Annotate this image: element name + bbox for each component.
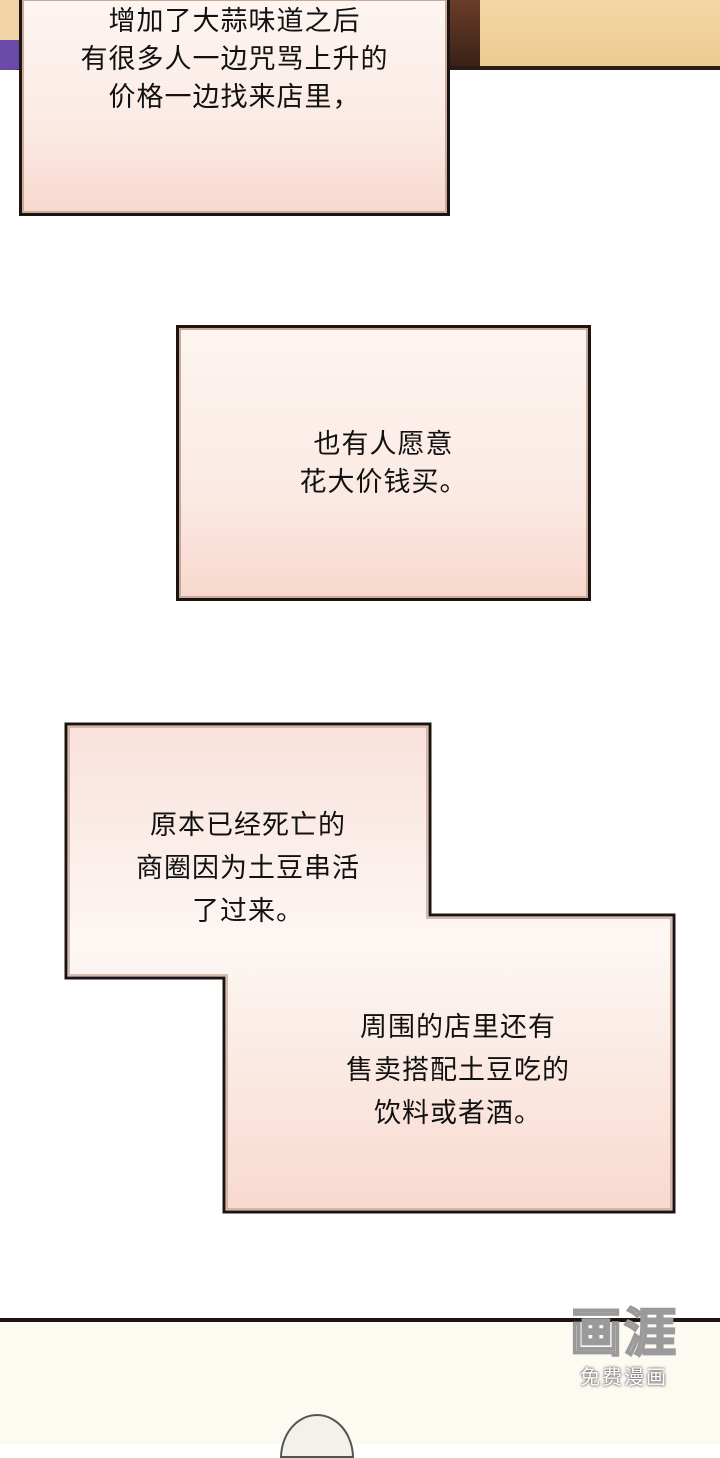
- caption-line: 有很多人一边咒骂上升的: [80, 44, 389, 75]
- caption-line: 了过来。: [192, 896, 304, 927]
- caption-text-lower: 周围的店里还有 售卖搭配土豆吃的 饮料或者酒。: [242, 1006, 674, 1135]
- caption-line: 周围的店里还有: [360, 1012, 556, 1043]
- watermark-logo: 画涯: [569, 1303, 678, 1365]
- caption-line: 花大价钱买。: [299, 467, 468, 498]
- caption-line: 原本已经死亡的: [150, 810, 346, 841]
- stepped-caption-frame: [64, 722, 676, 1214]
- caption-text-upper: 原本已经死亡的 商圈因为土豆串活 了过来。: [64, 804, 432, 933]
- caption-box-stepped: 原本已经死亡的 商圈因为土豆串活 了过来。 周围的店里还有 售卖搭配土豆吃的 饮…: [64, 722, 676, 1214]
- character-arm: [480, 0, 720, 66]
- glass-cup: [280, 1414, 354, 1458]
- watermark: 画涯 免费漫画: [564, 1303, 684, 1390]
- caption-line: 增加了大蒜味道之后: [108, 6, 361, 37]
- caption-line: 商圈因为土豆串活: [136, 853, 360, 884]
- caption-line: 也有人愿意: [313, 429, 454, 460]
- caption-line: 价格一边找来店里，: [108, 82, 361, 113]
- caption-box-middle: 也有人愿意 花大价钱买。: [176, 325, 591, 601]
- caption-text: 增加了大蒜味道之后 有很多人一边咒骂上升的 价格一边找来店里，: [22, 3, 447, 117]
- bottom-comic-panel: [0, 1318, 720, 1458]
- caption-text: 也有人愿意 花大价钱买。: [179, 426, 588, 502]
- caption-line: 售卖搭配土豆吃的: [346, 1055, 570, 1086]
- watermark-subtitle: 免费漫画: [580, 1365, 668, 1389]
- caption-line: 饮料或者酒。: [374, 1098, 542, 1129]
- caption-box-top: 增加了大蒜味道之后 有很多人一边咒骂上升的 价格一边找来店里，: [19, 0, 450, 216]
